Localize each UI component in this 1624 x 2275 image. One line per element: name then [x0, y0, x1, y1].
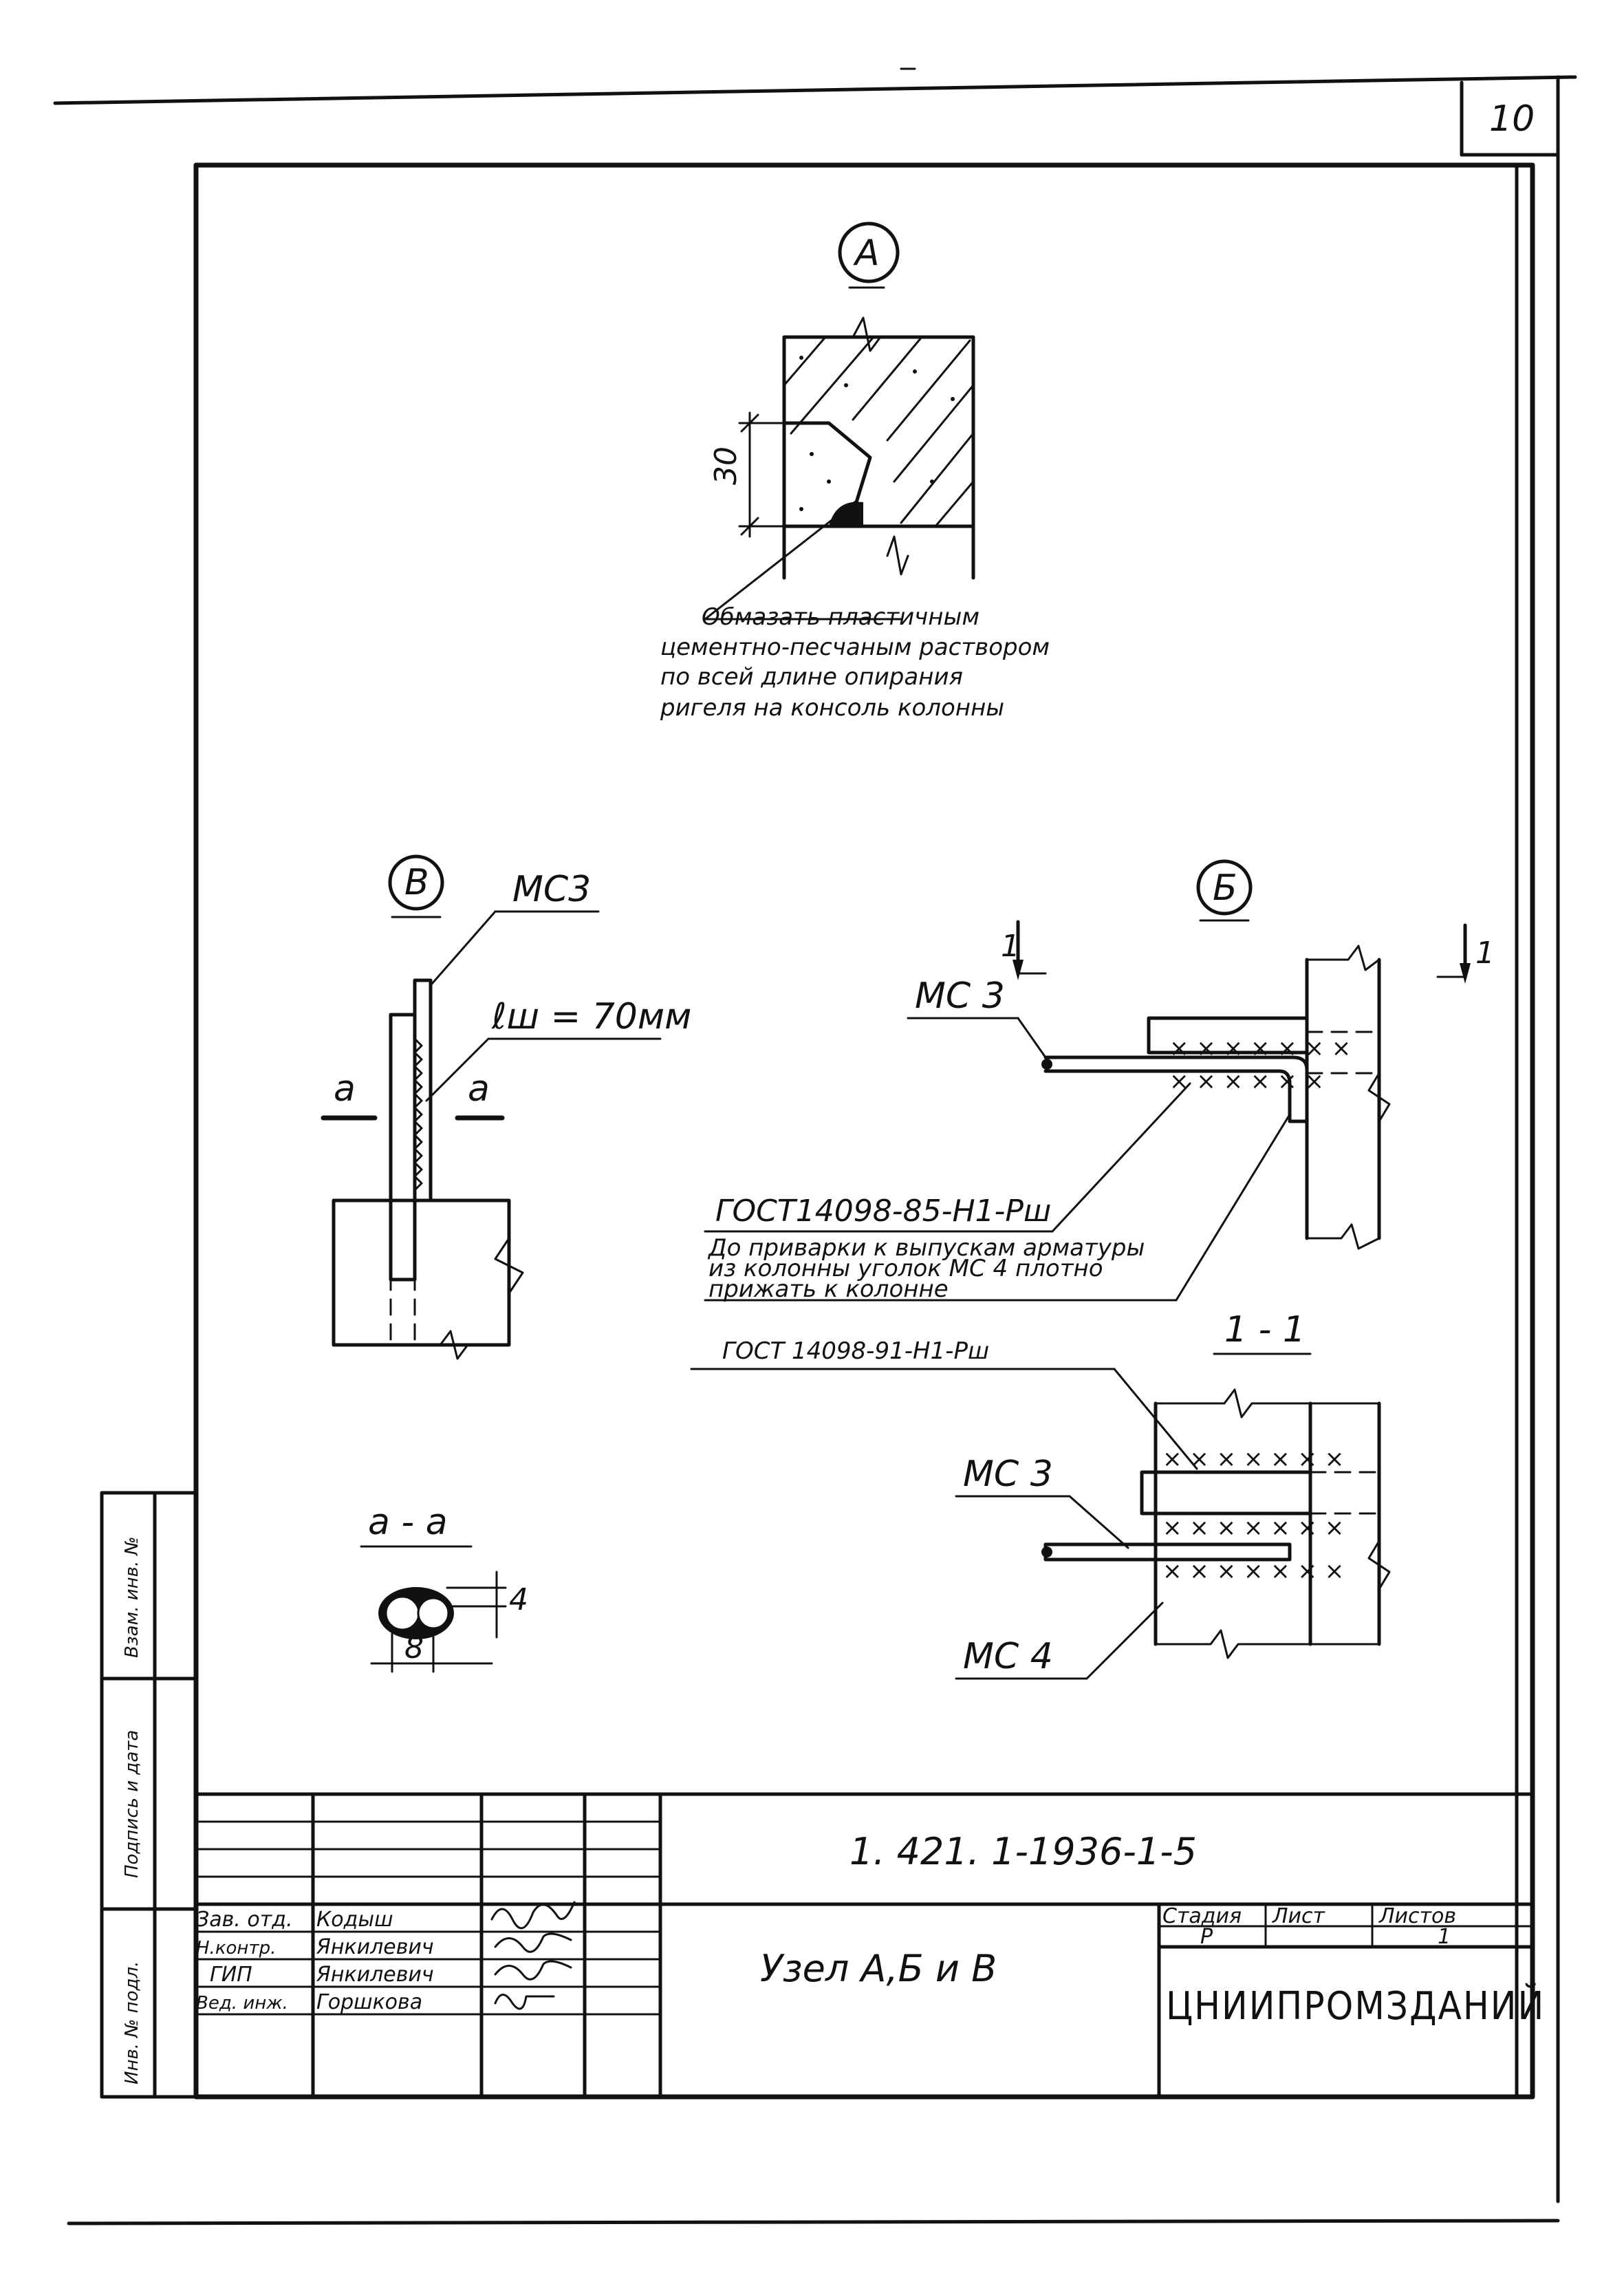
view-v-mark: В [404, 862, 429, 903]
dim-30: 30 [708, 446, 744, 485]
section-aa-title: а - а [368, 1502, 448, 1543]
note-a-line-3: по всей длине опирания [660, 663, 963, 691]
sheet-title: Узел А,Б и В [760, 1947, 997, 1990]
b-cut-left: 1 [1001, 929, 1020, 964]
staff-role-4: Вед. инж. [196, 1993, 288, 2014]
b-note-line-1: До приварки к выпускам арматуры [707, 1234, 1145, 1262]
view-v-weld-length: ℓш = 70мм [491, 996, 691, 1037]
section-cut-left: а [334, 1068, 356, 1110]
note-a-line-1: Обмазать пластичным [702, 603, 979, 631]
staff-name-4: Горшкова [316, 1990, 422, 2014]
staff-role-2: Н.контр. [196, 1938, 276, 1959]
sheet-number-box: 10 [1460, 80, 1558, 157]
b-weld-marks-2: × × × × × × [1169, 1068, 1324, 1095]
drawing-frame [193, 162, 1535, 2100]
staff-role-1: Зав. отд. [196, 1908, 292, 1932]
side-vzam-inv: Взам. инв. № [122, 1536, 142, 1658]
view-b: Б 1 1 × × × × × × × × × × × × × МС 3 [704, 859, 1495, 1303]
staff-name-3: Янкилевич [316, 1963, 434, 1987]
side-stamp: Взам. инв. № Подпись и дата Инв. № подл. [100, 1491, 198, 2099]
view-v-ms3: МС3 [512, 869, 591, 910]
s11-ms4: МС 4 [963, 1636, 1053, 1677]
doc-code: 1. 421. 1-1936-1-5 [849, 1830, 1197, 1873]
side-inv-podl: Инв. № подл. [122, 1961, 142, 2084]
title-block: 1. 421. 1-1936-1-5 Зав. отд. Кодыш Н.кон… [194, 1792, 1545, 2099]
staff-role-3: ГИП [210, 1963, 252, 1987]
s11-title: 1 - 1 [1224, 1309, 1306, 1350]
sheets-header: Листов [1378, 1904, 1456, 1928]
stage-header: Стадия [1162, 1904, 1242, 1928]
concrete-hatch [783, 336, 975, 528]
b-ms3: МС 3 [915, 975, 1005, 1017]
section-1-1: 1 - 1 × × × × × × × × × × × × × × × × × … [690, 1309, 1391, 1680]
view-a-mark: А [853, 233, 880, 274]
section-cut-right: а [468, 1068, 490, 1110]
b-cut-right: 1 [1475, 936, 1495, 971]
aa-dim-4: 4 [509, 1582, 528, 1617]
outer-frame [53, 67, 1577, 2225]
note-a-line-2: цементно-песчаным раствором [660, 634, 1050, 661]
b-note-line-2: из колонны уголок МС 4 плотно [708, 1255, 1103, 1282]
section-aa: а - а 8 4 [360, 1502, 528, 1673]
sheets-value: 1 [1438, 1925, 1451, 1949]
staff-name-2: Янкилевич [316, 1935, 434, 1959]
side-podpis-data: Подпись и дата [122, 1730, 142, 1878]
b-weld-marks: × × × × × × × [1169, 1035, 1351, 1062]
org-name: ЦНИИПРОМЗДАНИЙ [1166, 1983, 1545, 2029]
b-gost: ГОСТ14098-85-Н1-Рш [715, 1194, 1051, 1229]
aa-dim-8: 8 [404, 1630, 424, 1665]
s11-gost: ГОСТ 14098-91-Н1-Рш [722, 1337, 989, 1365]
view-a: А [660, 222, 1050, 722]
note-a-line-4: ригеля на консоль колонны [660, 694, 1004, 722]
b-note-line-3: прижать к колонне [708, 1275, 949, 1303]
staff-name-1: Кодыш [316, 1908, 393, 1932]
s11-ms3: МС 3 [963, 1454, 1053, 1495]
view-v: В МС3 ℓш = 70мм а а [321, 854, 691, 1360]
view-b-mark: Б [1213, 867, 1237, 909]
sheet-number: 10 [1489, 98, 1535, 140]
sheet-header: Лист [1272, 1904, 1326, 1928]
s11-welds-1: × × × × × × × [1162, 1445, 1344, 1473]
s11-welds-3: × × × × × × × [1162, 1557, 1344, 1585]
s11-welds-2: × × × × × × × [1162, 1514, 1344, 1542]
signatures [490, 1901, 576, 2010]
stage-value: Р [1200, 1925, 1213, 1949]
